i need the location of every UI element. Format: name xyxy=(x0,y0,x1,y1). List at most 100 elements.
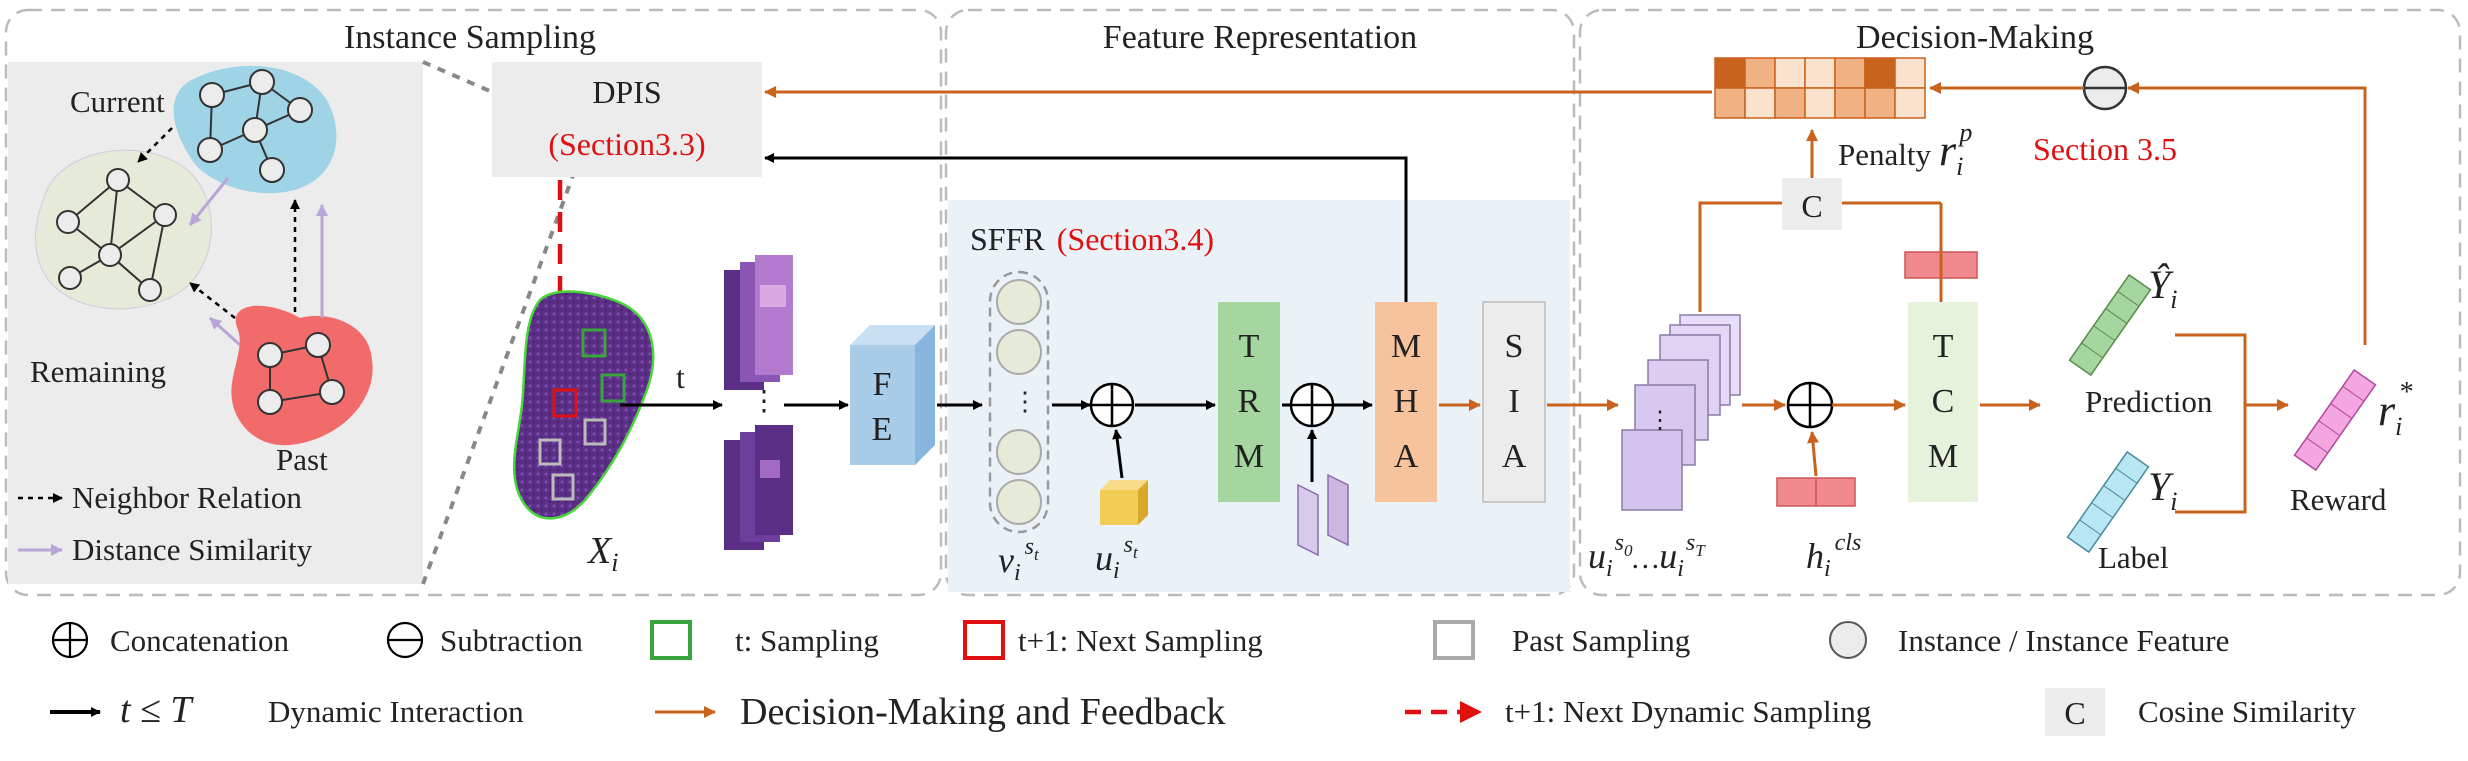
past-graph-nodes xyxy=(257,332,345,415)
prediction-vector xyxy=(2068,273,2152,377)
concat-op-3 xyxy=(1786,381,1834,429)
current-label: Current xyxy=(70,84,165,119)
sia-letter-3: A xyxy=(1502,438,1527,475)
yhat-label: Ŷi xyxy=(2148,262,2177,314)
arrow-h-to-concat xyxy=(1807,431,1819,477)
remaining-graph xyxy=(35,149,212,310)
legend-t-le-label: t ≤ T xyxy=(120,689,194,731)
line-features-up xyxy=(1698,201,1941,312)
instance-sampling-title: Instance Sampling xyxy=(344,19,596,56)
t-label: t xyxy=(676,359,685,395)
mha-block xyxy=(1375,302,1437,502)
dpis-section-ref: (Section3.3) xyxy=(548,126,705,162)
sia-letter-2: I xyxy=(1508,383,1519,420)
label-label: Label xyxy=(2098,540,2169,575)
instance-sampling-frame xyxy=(4,8,943,597)
sffr-label: SFFR(Section3.4) xyxy=(970,221,1214,257)
u-cube xyxy=(1100,480,1148,525)
legend-sampling-box xyxy=(650,620,692,660)
v-dots: ⋮ xyxy=(1012,387,1038,416)
reward-symbol: ri* xyxy=(2378,377,2412,441)
current-graph-nodes xyxy=(197,69,313,183)
past-sampling-box-1 xyxy=(583,418,607,446)
legend-next-dynamic-label: t+1: Next Dynamic Sampling xyxy=(1505,694,1871,729)
sia-block xyxy=(1482,301,1546,503)
prediction-label: Prediction xyxy=(2085,384,2213,419)
trm-letter-3: M xyxy=(1234,438,1264,475)
u-seq-label: uis0…uisT xyxy=(1588,530,1706,582)
sampling-box-green-2 xyxy=(600,373,626,403)
zoom-line-top xyxy=(422,60,493,94)
cosine-box xyxy=(1782,178,1842,230)
legend-concat-label: Concatenation xyxy=(110,623,290,658)
mha-letter-3: A xyxy=(1394,438,1419,475)
legend-dynamic-label: Dynamic Interaction xyxy=(268,694,524,729)
legend-past-sampling-box xyxy=(1433,620,1475,660)
trm-block xyxy=(1218,302,1280,502)
y-label: Yi xyxy=(2148,464,2177,516)
sia-letter-1: S xyxy=(1505,328,1524,365)
fe-block xyxy=(850,325,935,465)
label-to-reward-line xyxy=(2175,405,2247,514)
remaining-label: Remaining xyxy=(30,354,166,389)
legend-decision-label: Decision-Making and Feedback xyxy=(740,691,1225,733)
mha-letter-2: H xyxy=(1394,383,1419,420)
section-3-5-ref: Section 3.5 xyxy=(2033,131,2177,167)
feature-slices xyxy=(1297,473,1349,557)
v-label: vist xyxy=(998,534,1040,586)
legend-concat-icon xyxy=(51,621,89,659)
next-sampling-box-red xyxy=(552,388,578,418)
concat-op-1 xyxy=(1089,382,1135,428)
legend-cosine-label: Cosine Similarity xyxy=(2138,694,2356,729)
patch-stack-dots: ⋮ xyxy=(750,386,778,417)
neighbor-arrow-current-remaining xyxy=(137,127,173,163)
label-vector xyxy=(2066,450,2150,554)
decision-making-title: Decision-Making xyxy=(1856,19,2094,56)
feature-representation-title: Feature Representation xyxy=(1103,19,1417,56)
trm-letter-2: R xyxy=(1238,383,1261,420)
legend-subtract-icon xyxy=(386,621,424,659)
legend-cos-letter: C xyxy=(2064,695,2085,731)
fe-letter-1: F xyxy=(873,366,892,403)
past-sampling-box-3 xyxy=(551,473,575,501)
tcm-letter-3: M xyxy=(1928,438,1958,475)
remaining-graph-nodes xyxy=(56,168,177,302)
v-nodes xyxy=(996,279,1042,525)
neighbor-relation-label: Neighbor Relation xyxy=(72,480,302,515)
legend-cos-box xyxy=(2045,688,2105,736)
subtraction-op xyxy=(2082,65,2128,111)
dpis-label: DPIS xyxy=(592,74,661,110)
feature-stack xyxy=(1621,314,1741,511)
reward-label: Reward xyxy=(2290,482,2387,517)
wsi-tissue xyxy=(512,290,655,520)
xi-label: Xi xyxy=(586,530,618,577)
tcm-block xyxy=(1908,302,1978,502)
legend-next-sampling-box xyxy=(963,620,1005,660)
past-sampling-box-2 xyxy=(538,438,562,466)
similarity-arrow-past-remaining xyxy=(208,316,242,347)
patch-stack-top xyxy=(724,255,793,390)
tcm-letter-2: C xyxy=(1932,383,1955,420)
u-label: uist xyxy=(1095,532,1139,584)
feature-representation-frame xyxy=(944,8,1576,597)
reward-to-sub-line xyxy=(2127,82,2367,345)
penalty-matrix xyxy=(1714,57,1926,119)
legend-subtract-label: Subtraction xyxy=(440,623,583,658)
legend-instance-icon xyxy=(1829,621,1867,659)
patch-stack-bottom xyxy=(724,425,793,550)
sampling-box-green-1 xyxy=(581,328,607,358)
cosine-letter: C xyxy=(1801,188,1822,224)
v-column xyxy=(988,270,1050,534)
past-label: Past xyxy=(276,442,328,477)
mha-to-dpis-arrow xyxy=(764,153,1408,302)
trm-letter-1: T xyxy=(1239,328,1260,365)
concat-op-2 xyxy=(1289,382,1335,428)
legend-sampling-label: t: Sampling xyxy=(735,623,879,658)
feature-stack-dots: ⋮ xyxy=(1648,408,1672,434)
fe-letter-2: E xyxy=(872,411,893,448)
prediction-to-reward-line xyxy=(2175,333,2247,405)
legend-next-sampling-label: t+1: Next Sampling xyxy=(1018,623,1263,658)
tcm-letter-1: T xyxy=(1933,328,1954,365)
